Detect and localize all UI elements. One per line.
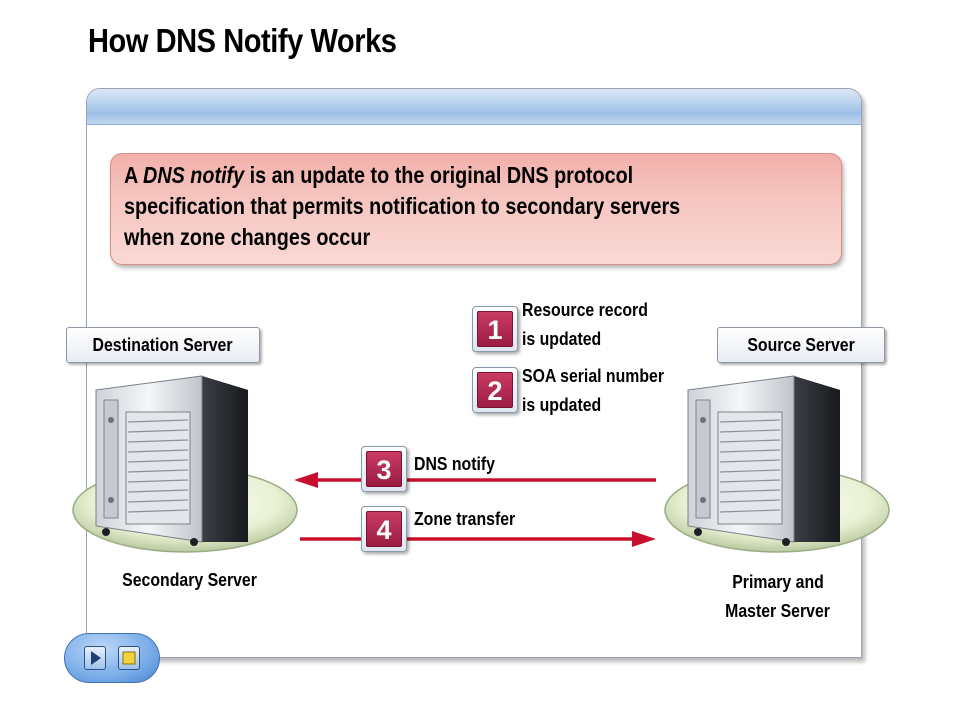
step-1-badge: 1 <box>472 306 518 352</box>
slide-navigation-control <box>64 633 160 683</box>
definition-line-1: A DNS notify is an update to the origina… <box>124 162 634 188</box>
zone-transfer-arrow <box>300 531 656 547</box>
step-2-text: SOA serial number is updated <box>522 366 665 415</box>
step-3-badge: 3 <box>361 446 407 492</box>
step-3-label: DNS notify <box>414 454 495 474</box>
primary-server-icon <box>664 375 890 553</box>
step-4-badge: 4 <box>361 506 407 552</box>
source-server-tag: Source Server <box>717 327 885 363</box>
slide-title: How DNS Notify Works <box>88 22 397 59</box>
primary-server-caption: Primary and Master Server <box>725 572 831 621</box>
stop-slideshow-button[interactable] <box>118 646 140 670</box>
step-2-badge: 2 <box>472 367 518 413</box>
play-triangle-icon <box>91 651 101 665</box>
stop-square-icon <box>122 651 136 665</box>
definition-term: DNS notify <box>143 162 245 188</box>
secondary-server-caption: Secondary Server <box>122 570 258 590</box>
definition-line-3: when zone changes occur <box>124 224 371 250</box>
destination-server-tag: Destination Server <box>66 327 260 363</box>
definition-text: A DNS notify is an update to the origina… <box>124 160 846 253</box>
step-1-text: Resource record is updated <box>522 300 648 349</box>
secondary-server-icon <box>72 375 298 553</box>
step-4-label: Zone transfer <box>414 509 516 529</box>
definition-line-2: specification that permits notification … <box>124 193 681 219</box>
definition-box <box>110 153 842 265</box>
panel-header-bar <box>87 89 861 125</box>
next-slide-button[interactable] <box>84 646 106 670</box>
